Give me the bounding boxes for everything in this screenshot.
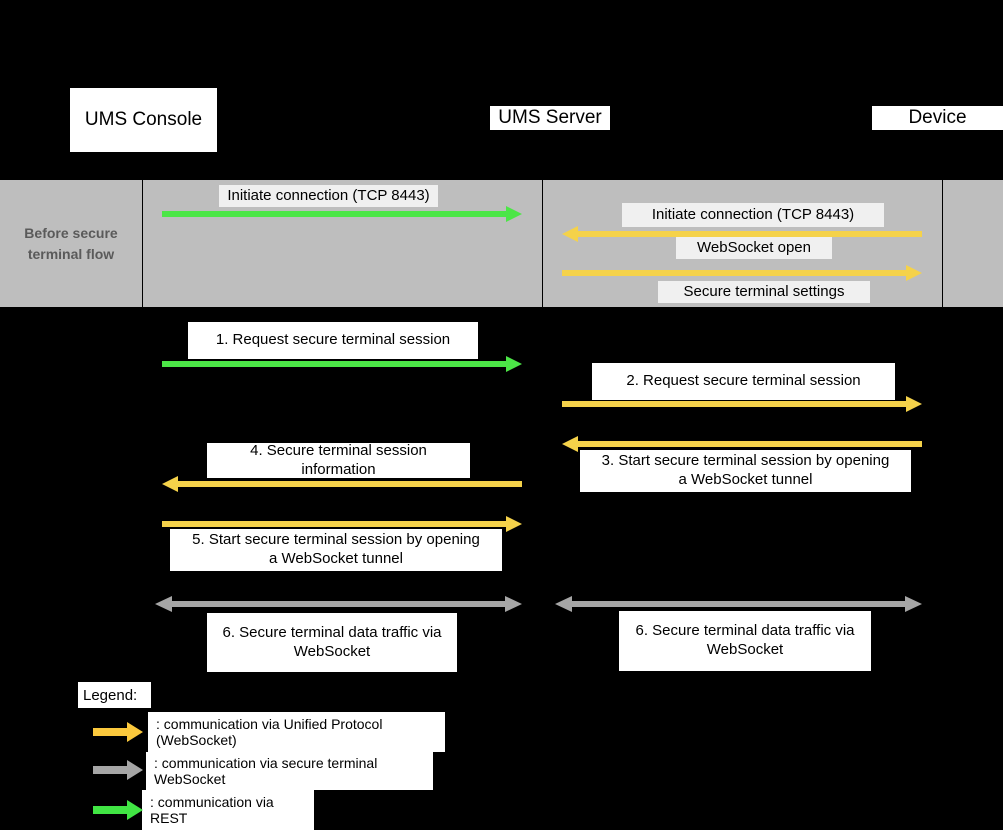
phase-band-label-cell: Before secure terminal flow — [0, 180, 143, 307]
legend-arrow-secure-terminal-icon — [93, 758, 143, 782]
step-5-label-line1: 5. Start secure terminal session by open… — [192, 531, 480, 549]
band-message-label-4: Secure terminal settings — [658, 281, 870, 303]
phase-band-label: Before secure terminal flow — [24, 225, 118, 262]
step-6-left-label: 6. Secure terminal data traffic via WebS… — [207, 613, 457, 672]
band-message-label-2: Initiate connection (TCP 8443) — [622, 203, 884, 227]
phase-band-device-cell — [943, 180, 1003, 307]
phase-band-console-server-cell — [143, 180, 543, 307]
step-6-right-label: 6. Secure terminal data traffic via WebS… — [619, 611, 871, 671]
lane-header-label: UMS Server — [498, 106, 602, 128]
lane-header-ums-server: UMS Server — [490, 106, 610, 130]
band-message-label-1: Initiate connection (TCP 8443) — [219, 185, 438, 207]
step-2-label: 2. Request secure terminal session — [592, 363, 895, 400]
step-1-label: 1. Request secure terminal session — [188, 322, 478, 359]
lane-header-ums-console: UMS Console — [70, 88, 217, 152]
step-6-right-label-line1: 6. Secure terminal data traffic via — [635, 622, 855, 640]
step-6-right-label-line2: WebSocket — [706, 641, 784, 658]
step-6-left-arrow-secure-ws-bidirectional — [155, 593, 522, 615]
step-5-label: 5. Start secure terminal session by open… — [170, 529, 502, 571]
step-3-label-line2: a WebSocket tunnel — [678, 471, 813, 488]
step-3-label-line1: 3. Start secure terminal session by open… — [601, 452, 890, 470]
lane-header-label: UMS Console — [84, 108, 203, 130]
phase-band-before-secure-terminal-flow: Before secure terminal flow — [0, 178, 1003, 309]
legend-arrow-rest-icon — [93, 798, 143, 822]
step-4-label-line2: information — [301, 460, 376, 478]
lane-header-device: Device — [872, 106, 1003, 130]
step-5-label-line2: a WebSocket tunnel — [269, 550, 403, 567]
legend-item-label-unified: : communication via Unified Protocol (We… — [148, 712, 445, 752]
step-6-left-label-line2: WebSocket — [293, 642, 371, 660]
legend-item-label-secure-terminal: : communication via secure terminal WebS… — [146, 752, 433, 790]
lane-header-label: Device — [908, 106, 967, 128]
step-4-label: 4. Secure terminal session information — [207, 441, 470, 478]
legend-title: Legend: — [78, 682, 151, 708]
phase-band-server-device-cell — [543, 180, 943, 307]
legend-item-label-rest: : communication via REST — [142, 790, 314, 830]
step-3-label: 3. Start secure terminal session by open… — [580, 450, 911, 492]
legend-arrow-unified-protocol-icon — [93, 720, 143, 744]
step-6-left-label-line1: 6. Secure terminal data traffic via — [222, 623, 442, 641]
band-message-label-3: WebSocket open — [676, 237, 832, 259]
step-4-label-line1: 4. Secure terminal session — [250, 441, 427, 459]
